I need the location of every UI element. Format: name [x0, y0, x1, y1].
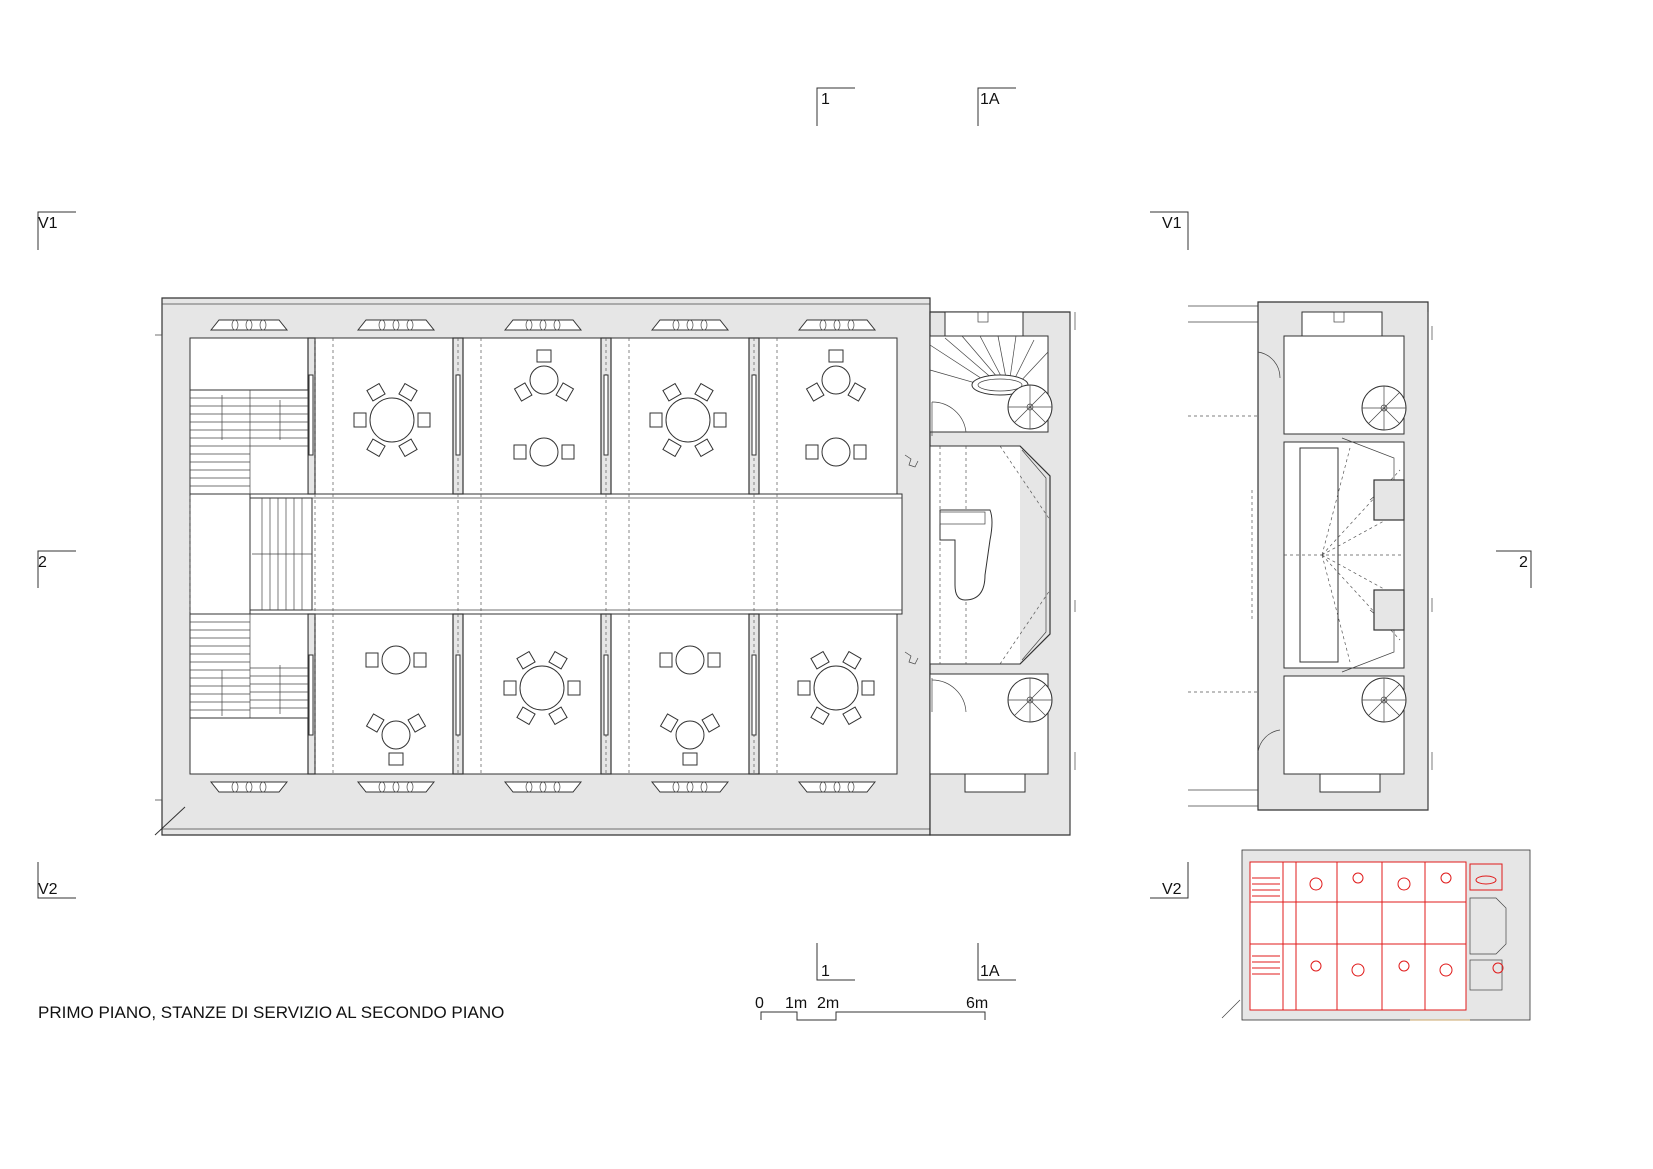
scale-label-1m: 1m — [785, 995, 807, 1012]
drawing-title: PRIMO PIANO, STANZE DI SERVIZIO AL SECON… — [38, 1003, 504, 1022]
scale-label-0: 0 — [755, 995, 764, 1012]
scale-label-6m: 6m — [966, 995, 988, 1012]
key-plan-thumbnail — [1221, 849, 1531, 1021]
main-floor-plan — [154, 297, 1076, 836]
section-mark-1-top: 1 — [821, 91, 830, 108]
second-floor-plan — [1188, 301, 1433, 811]
section-mark-2-right: 2 — [1519, 554, 1528, 571]
section-mark-v2-right: V2 — [1162, 881, 1182, 898]
section-mark-1a-bottom: 1A — [980, 963, 1000, 980]
section-mark-1a-top: 1A — [980, 91, 1000, 108]
section-mark-v2-left: V2 — [38, 881, 58, 898]
section-mark-v1-right: V1 — [1162, 215, 1182, 232]
section-mark-v1-left: V1 — [38, 215, 58, 232]
section-mark-1-bottom: 1 — [821, 963, 830, 980]
scale-bar — [760, 1011, 986, 1021]
right-annex — [904, 311, 1076, 836]
section-mark-2-left: 2 — [38, 554, 47, 571]
scale-label-2m: 2m — [817, 995, 839, 1012]
section-markers — [37, 87, 1532, 981]
main-staircase — [189, 389, 313, 719]
